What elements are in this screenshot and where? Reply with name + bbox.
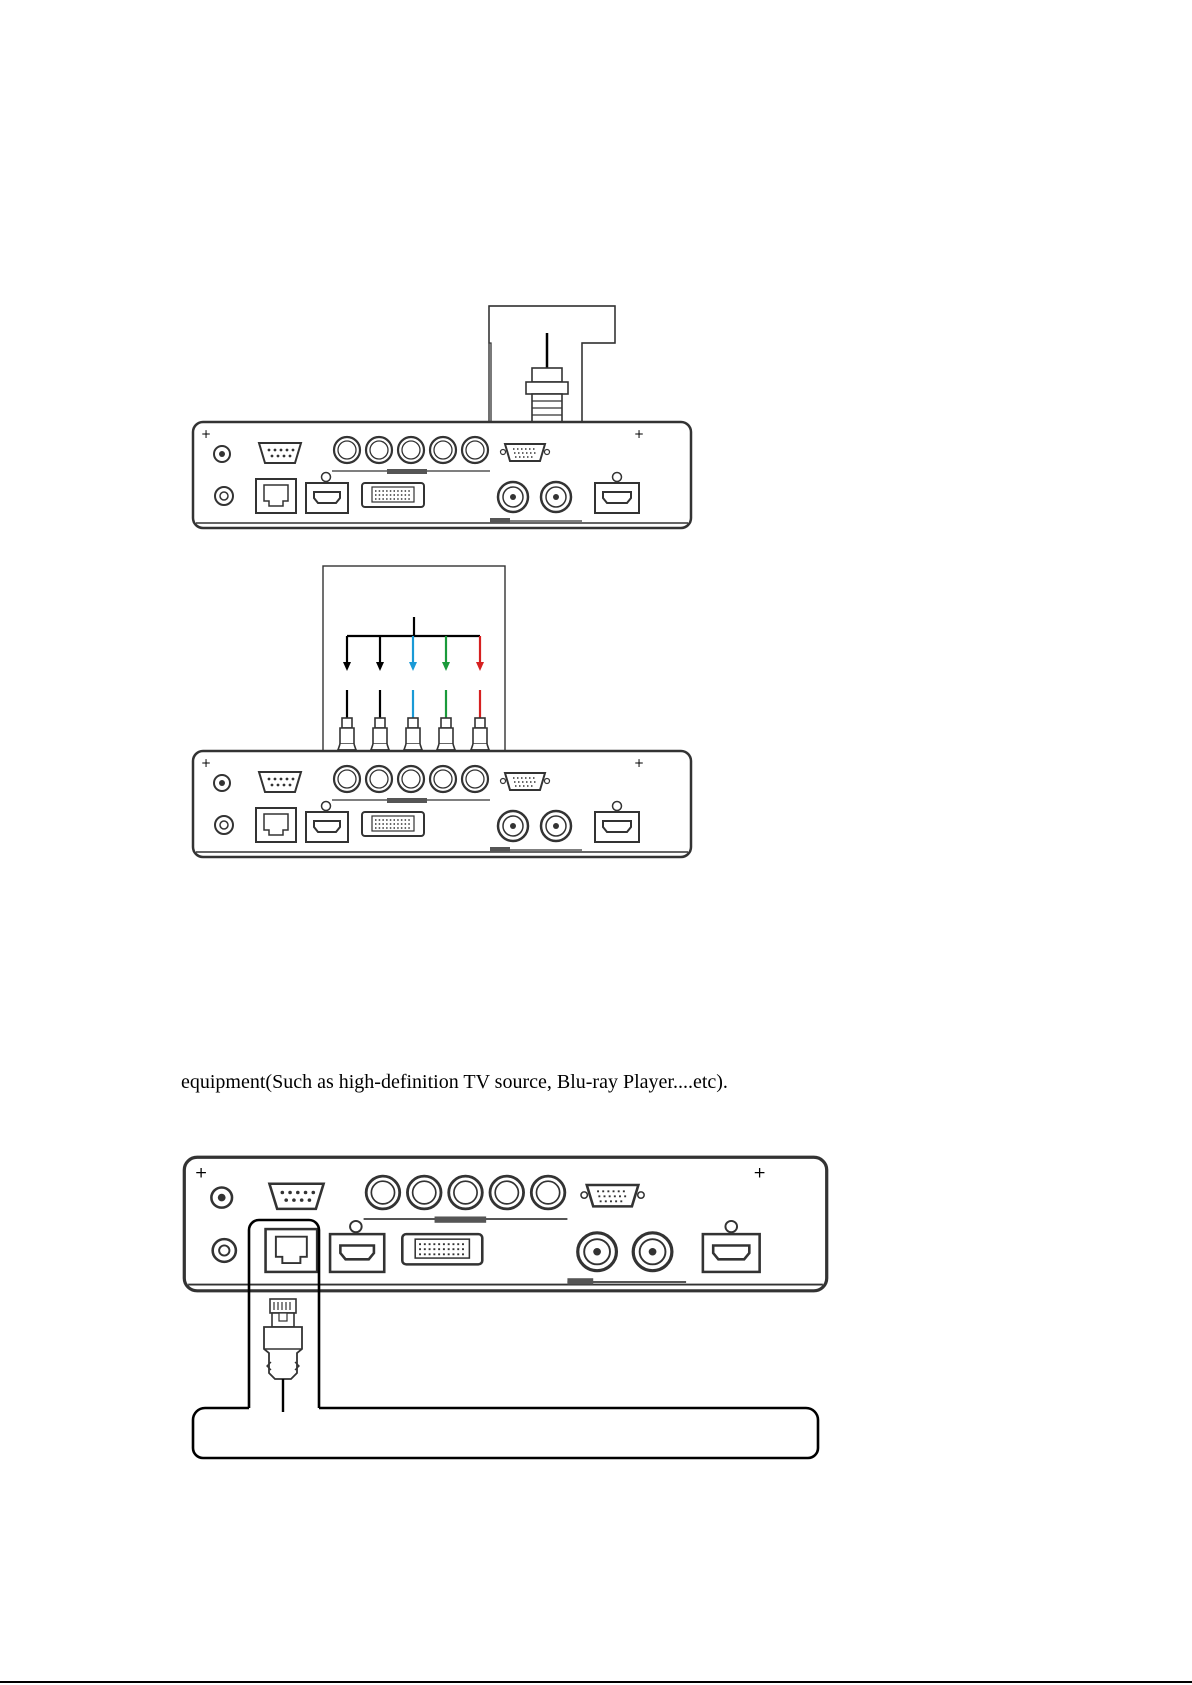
caption-text: equipment(Such as high-definition TV sou…: [181, 1071, 728, 1094]
rj45-plug-icon: [264, 1299, 302, 1412]
footer-rule: [0, 1681, 1192, 1683]
rear-panel-3: [184, 1157, 826, 1291]
rj45-source-callout: [193, 1408, 818, 1458]
bnc-cable-harness: [343, 617, 484, 718]
bnc-connection-diagram: [193, 566, 691, 857]
vga-plug-icon: [526, 368, 568, 424]
rj45-connection-diagram: [184, 1157, 826, 1458]
vga-connection-diagram: [193, 306, 691, 528]
rear-panel-2: [193, 751, 691, 857]
rear-panel-1: [193, 422, 691, 528]
